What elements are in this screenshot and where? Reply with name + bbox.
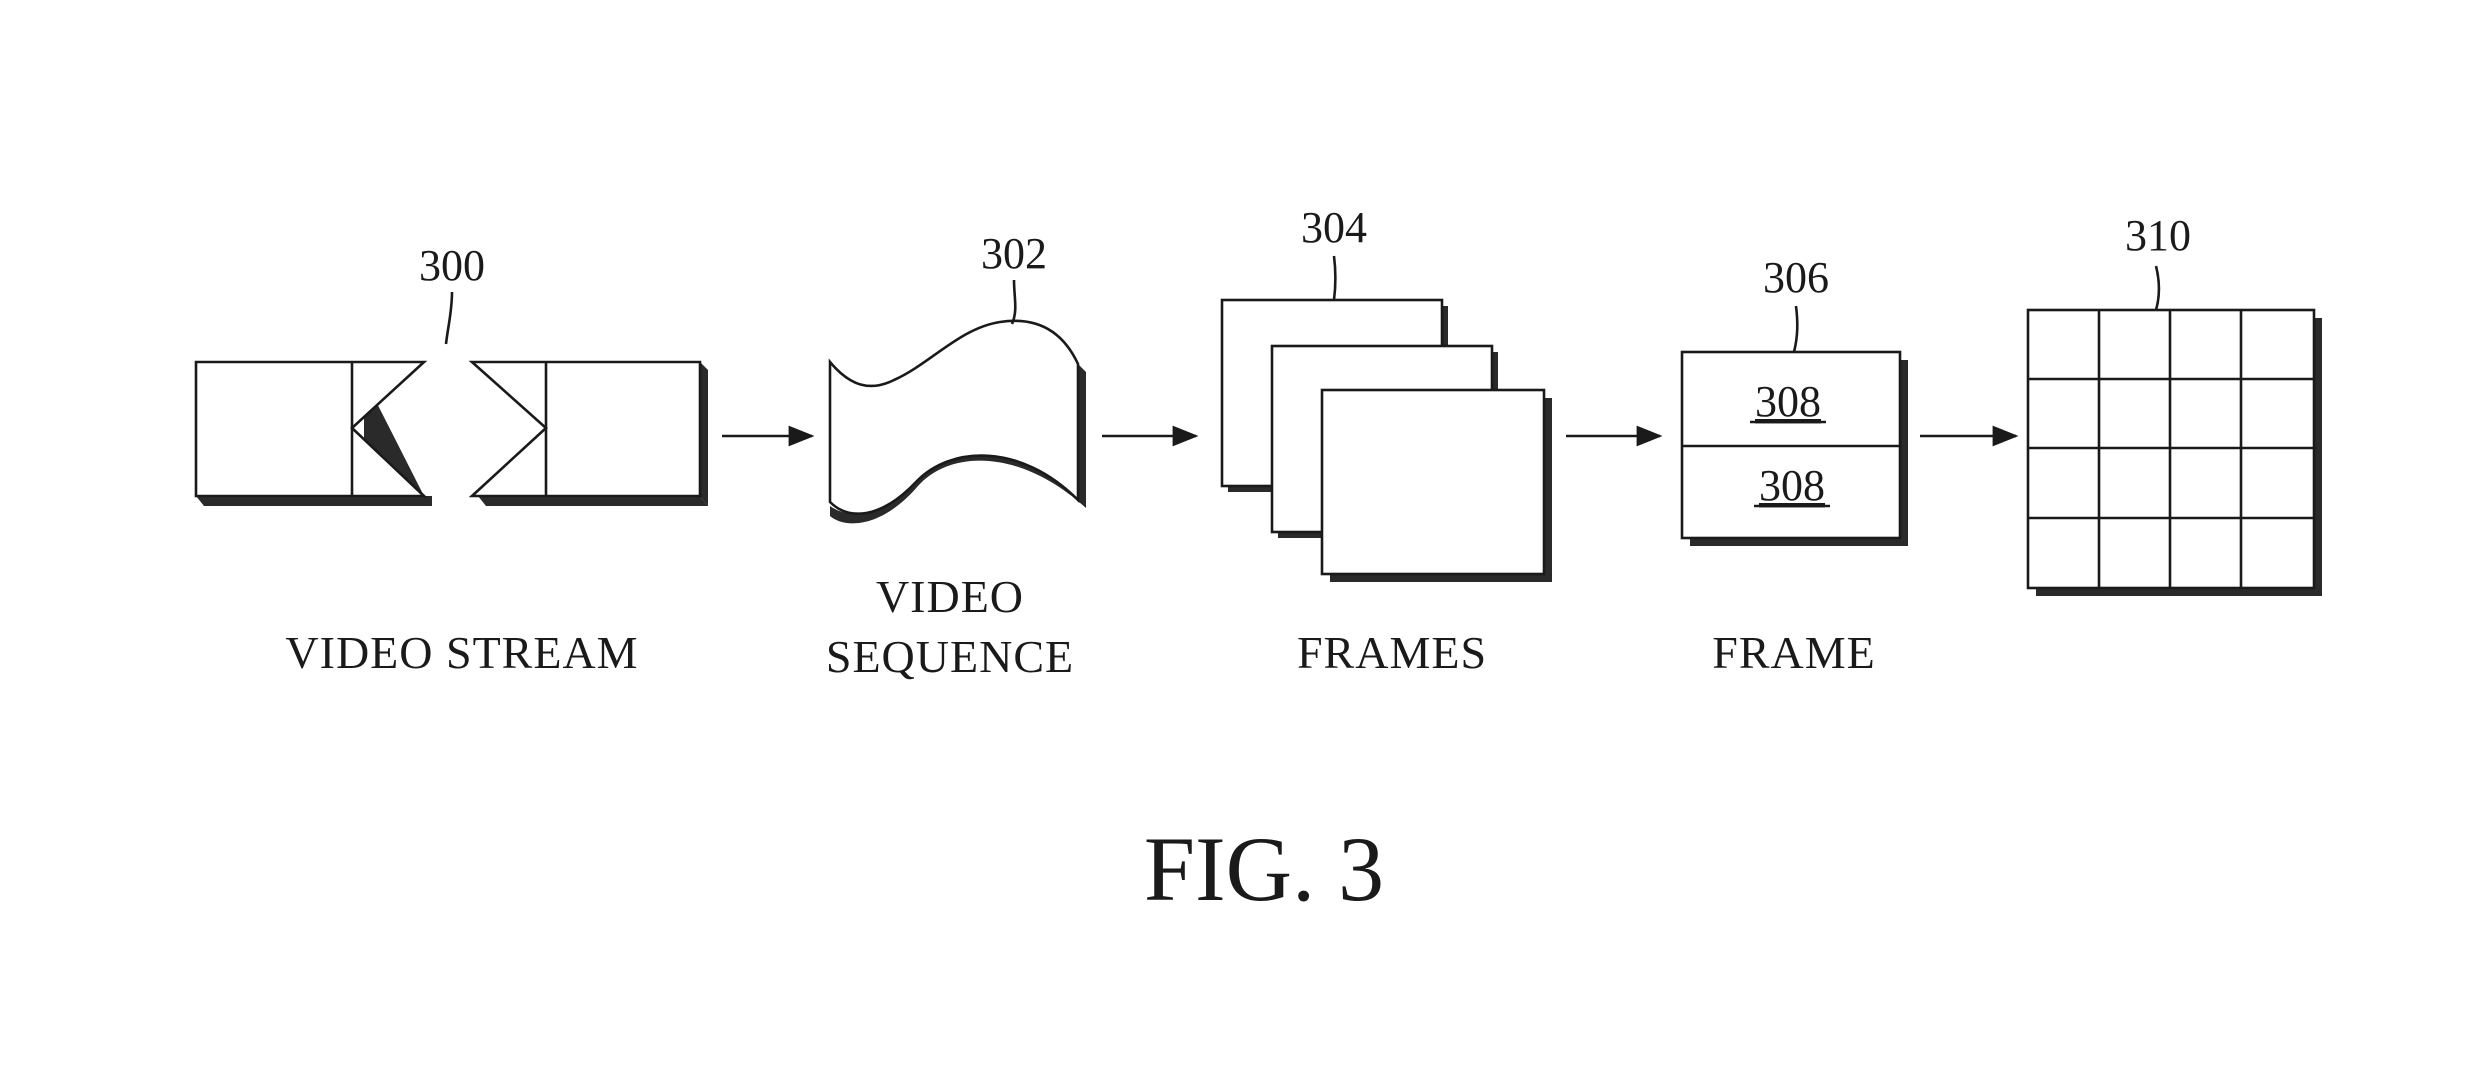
figure-label: FIG. 3: [1144, 818, 1384, 920]
ref-306: 306: [1763, 253, 1829, 302]
ref-308-bottom: 308: [1759, 461, 1825, 510]
caption-video-sequence-line2: SEQUENCE: [826, 631, 1074, 682]
ref-304: 304: [1301, 203, 1367, 252]
video-stream-shape: [196, 362, 708, 506]
caption-video-stream: VIDEO STREAM: [285, 627, 638, 678]
ref-302: 302: [981, 229, 1047, 278]
block-grid: [2028, 310, 2322, 596]
leader-304: [1334, 256, 1336, 300]
leader-306: [1794, 306, 1797, 352]
video-sequence-shape: [830, 321, 1086, 524]
ref-310: 310: [2125, 211, 2191, 260]
ref-308-top: 308: [1755, 377, 1821, 426]
frames-stack: [1222, 300, 1552, 582]
leader-302: [1012, 280, 1015, 324]
ref-300: 300: [419, 241, 485, 290]
leader-310: [2156, 266, 2159, 310]
caption-video-sequence-line1: VIDEO: [876, 571, 1024, 622]
caption-frame: FRAME: [1712, 627, 1875, 678]
caption-frames: FRAMES: [1297, 627, 1487, 678]
leader-300: [446, 292, 452, 344]
